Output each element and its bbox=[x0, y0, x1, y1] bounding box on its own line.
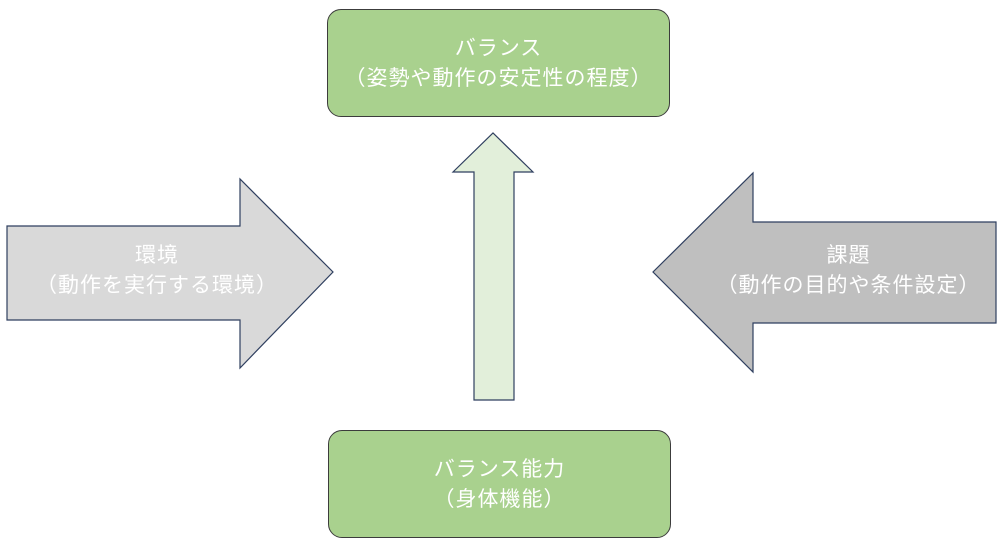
task-label: 課題 （動作の目的や条件設定） bbox=[706, 240, 991, 300]
upward-arrow bbox=[451, 132, 535, 401]
environment-title: 環境 bbox=[135, 243, 179, 267]
balance-ability-box: バランス能力 （身体機能） bbox=[328, 430, 671, 538]
task-arrow bbox=[652, 171, 997, 374]
balance-ability-subtitle: （身体機能） bbox=[433, 487, 566, 511]
balance-ability-title: バランス能力 bbox=[433, 457, 566, 481]
environment-arrow bbox=[6, 177, 334, 370]
environment-subtitle: （動作を実行する環境） bbox=[36, 273, 278, 297]
balance-box-title: バランス bbox=[454, 36, 543, 60]
environment-label: 環境 （動作を実行する環境） bbox=[7, 240, 307, 300]
balance-box: バランス （姿勢や動作の安定性の程度） bbox=[327, 9, 670, 117]
task-title: 課題 bbox=[826, 243, 871, 267]
balance-box-subtitle: （姿勢や動作の安定性の程度） bbox=[344, 66, 653, 90]
task-subtitle: （動作の目的や条件設定） bbox=[716, 273, 981, 297]
